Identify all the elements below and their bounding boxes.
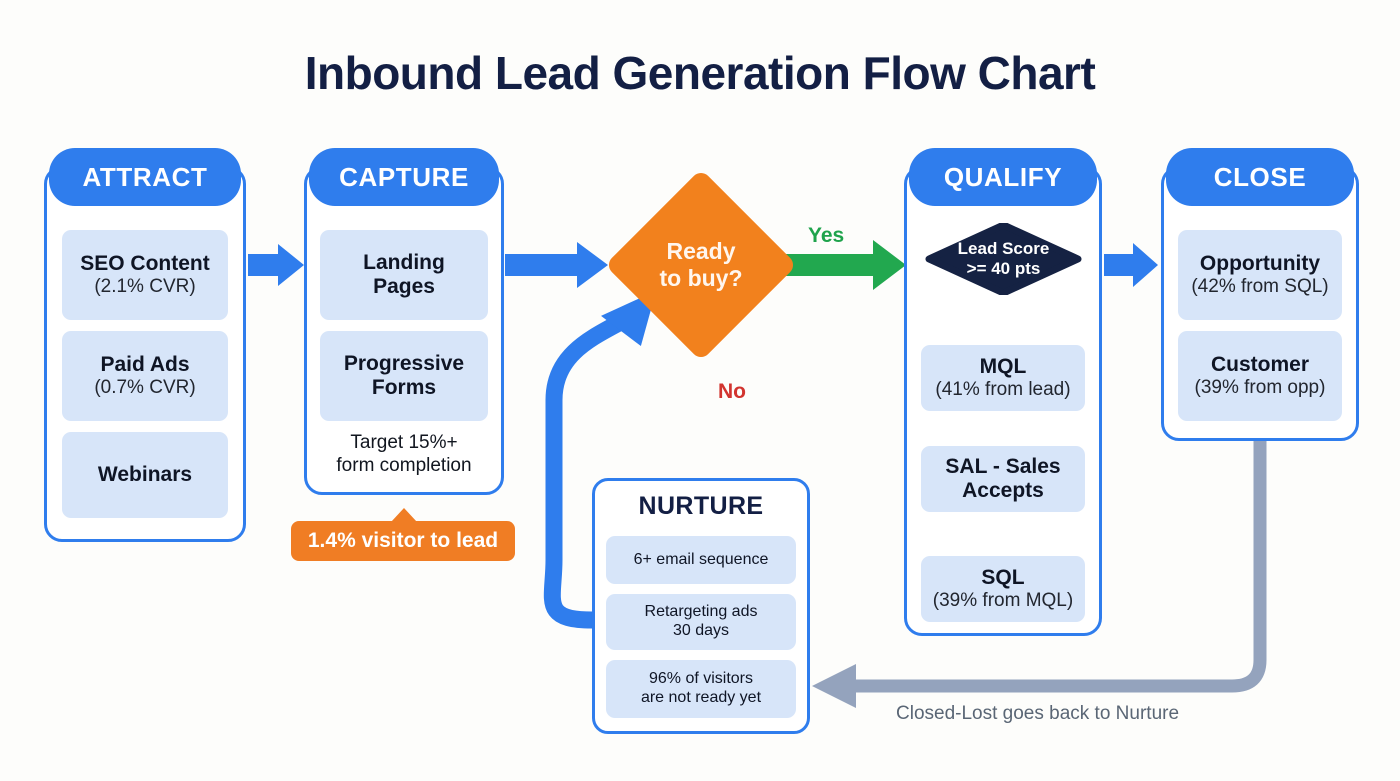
item-title: Opportunity [1199,251,1321,275]
item-subtitle: (42% from SQL) [1191,276,1329,298]
item-title: Progressive [343,351,465,375]
stage-item-webinars[interactable]: Webinars [62,432,228,518]
stage-item-seo-content[interactable]: SEO Content (2.1% CVR) [62,230,228,320]
item-title-line2: 30 days [672,622,730,639]
item-title: Retargeting ads [644,603,758,621]
qualify-gate-label: Lead Score >= 40 pts [925,223,1082,295]
nurture-item-retargeting-ads[interactable]: Retargeting ads 30 days [606,594,796,650]
arrow-attract-to-capture [248,244,304,286]
closed-lost-loop-label: Closed-Lost goes back to Nurture [896,703,1180,724]
item-title-line2: Accepts [962,479,1044,502]
nurture-title: NURTURE [638,492,764,520]
stage-item-sal[interactable]: SAL - Sales Accepts [921,446,1085,512]
item-subtitle: (2.1% CVR) [94,276,196,298]
stage-item-progressive-forms[interactable]: Progressive Forms [320,331,488,421]
stage-item-paid-ads[interactable]: Paid Ads (0.7% CVR) [62,331,228,421]
arrow-qualify-to-close [1104,243,1158,287]
gate-line2: >= 40 pts [966,259,1041,278]
stage-item-landing-pages[interactable]: Landing Pages [320,230,488,320]
decision-diamond-label: Ready to buy? [621,230,781,300]
qualify-gate-lead-score[interactable]: Lead Score >= 40 pts [925,221,1082,297]
callout-pointer-icon [391,508,417,522]
item-title: SEO Content [80,251,210,275]
item-title: Landing [363,250,445,274]
stage-card-capture [304,166,504,495]
stage-header-capture[interactable]: CAPTURE [309,148,499,206]
item-title-line2: Forms [371,376,437,399]
item-title: MQL [979,354,1027,378]
arrow-capture-to-decision [505,242,608,288]
item-subtitle: (41% from lead) [935,379,1071,401]
stage-header-qualify-label: QUALIFY [943,161,1063,192]
decision-line1: Ready [666,237,736,264]
page-title: Inbound Lead Generation Flow Chart [304,47,1096,99]
callout-visitor-to-lead-label: 1.4% visitor to lead [307,529,499,552]
item-subtitle: (39% from opp) [1194,377,1326,399]
stage-item-mql[interactable]: MQL (41% from lead) [921,345,1085,411]
item-subtitle: (0.7% CVR) [94,377,196,399]
capture-target-note-line1: Target 15%+ [350,432,458,453]
nurture-item-not-ready[interactable]: 96% of visitors are not ready yet [606,660,796,718]
decision-line2: to buy? [659,265,743,291]
stage-header-attract[interactable]: ATTRACT [49,148,241,206]
item-subtitle: (39% from MQL) [932,590,1074,612]
nurture-item-email-sequence[interactable]: 6+ email sequence [606,536,796,584]
edge-label-no: No [718,380,746,403]
lead-score-diamond-shape [925,221,1082,297]
callout-visitor-to-lead[interactable]: 1.4% visitor to lead [291,521,515,561]
stage-item-opportunity[interactable]: Opportunity (42% from SQL) [1178,230,1342,320]
item-title: 96% of visitors [648,670,754,688]
capture-target-note-line2: form completion [336,454,472,476]
item-title: Customer [1210,352,1310,376]
stage-header-close[interactable]: CLOSE [1166,148,1354,206]
item-title: Webinars [97,462,193,486]
stage-item-sql[interactable]: SQL (39% from MQL) [921,556,1085,622]
item-title: SAL - Sales [945,454,1061,478]
stage-header-capture-label: CAPTURE [339,161,469,192]
capture-target-note: Target 15%+ form completion [310,432,498,478]
item-title: SQL [981,565,1025,589]
item-title-line2: are not ready yet [640,689,762,706]
stage-item-customer[interactable]: Customer (39% from opp) [1178,331,1342,421]
gate-line1: Lead Score [957,238,1050,258]
item-title: Paid Ads [100,352,190,376]
edge-label-yes: Yes [808,224,845,247]
stage-header-attract-label: ATTRACT [82,161,208,192]
stage-header-qualify[interactable]: QUALIFY [909,148,1097,206]
item-title: 6+ email sequence [633,550,769,568]
item-title-line2: Pages [373,275,435,298]
stage-header-close-label: CLOSE [1213,161,1307,192]
